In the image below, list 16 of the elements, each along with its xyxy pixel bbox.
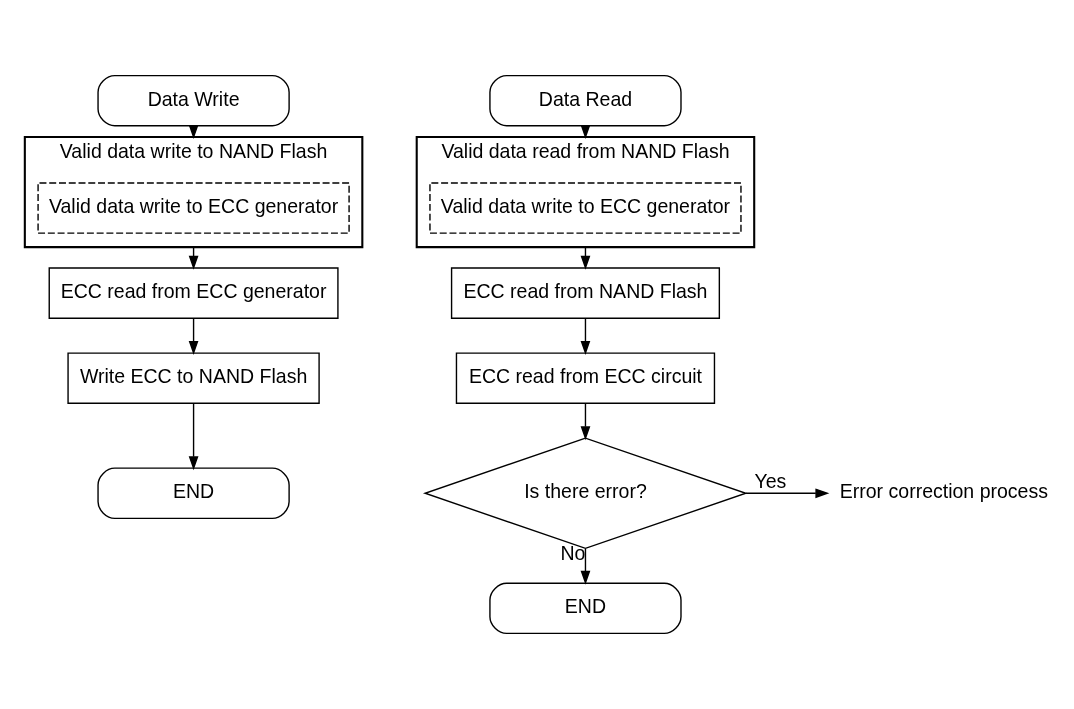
node-text: Error correction process	[839, 480, 1048, 503]
node-box: Valid data write to ECC generator	[37, 182, 350, 234]
node-box: ECC read from NAND Flash	[450, 267, 721, 319]
edge-label: Yes	[754, 469, 787, 492]
node-box: ECC read from ECC generator	[48, 267, 339, 319]
arrow	[745, 488, 830, 499]
node-box: END	[489, 582, 682, 635]
node-box: Valid data write to ECC generator	[429, 182, 742, 234]
arrow	[188, 317, 199, 355]
node-box: END	[97, 467, 290, 520]
arrow	[580, 317, 591, 355]
node-box: ECC read from ECC circuit	[455, 352, 716, 404]
arrow	[580, 402, 591, 441]
arrow	[188, 402, 199, 471]
node-box: Write ECC to NAND Flash	[67, 352, 320, 404]
arrow	[580, 548, 591, 585]
